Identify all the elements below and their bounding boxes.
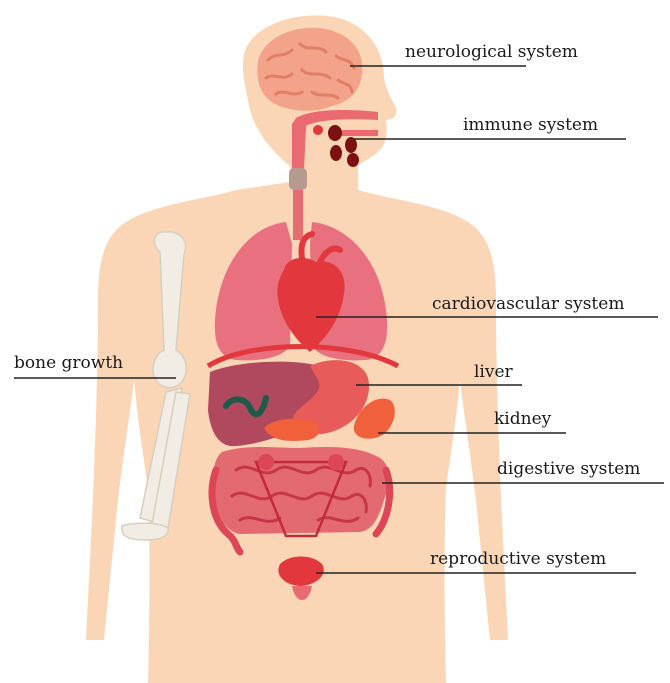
label-immune-system: immune system	[463, 115, 598, 135]
label-bone-growth: bone growth	[14, 353, 123, 373]
label-kidney: kidney	[494, 409, 552, 429]
label-cardiovascular-system: cardiovascular system	[432, 294, 624, 314]
label-digestive-system: digestive system	[497, 459, 640, 479]
label-reproductive-system: reproductive system	[430, 549, 606, 569]
label-liver: liver	[474, 362, 514, 382]
brain	[257, 28, 362, 111]
label-neurological-system: neurological system	[405, 42, 578, 62]
